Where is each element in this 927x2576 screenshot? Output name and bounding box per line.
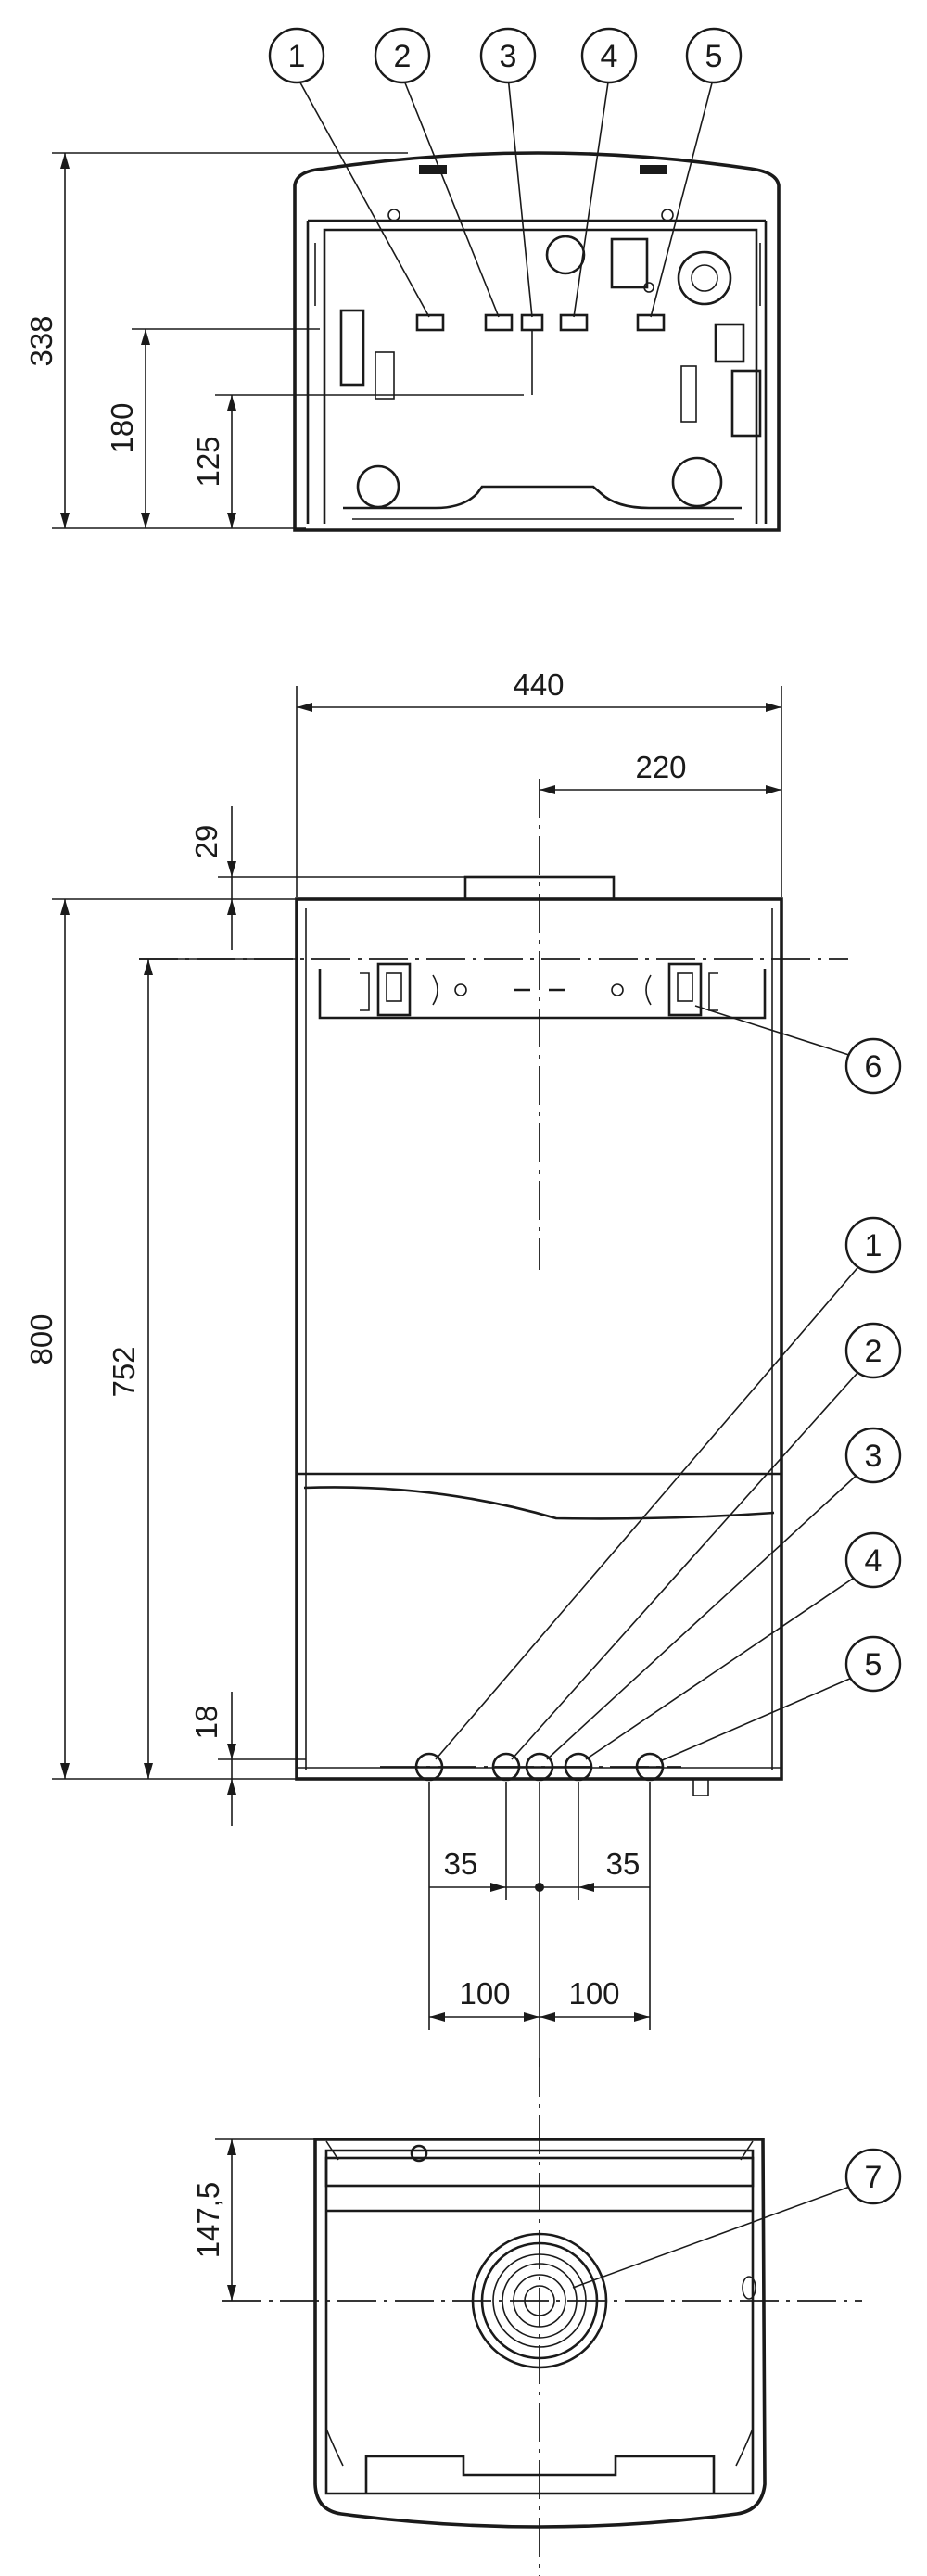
callout-2-top: 2	[374, 27, 431, 84]
dim-29: 29	[189, 825, 223, 859]
dim-18: 18	[189, 1706, 223, 1740]
callout-3-front: 3	[844, 1427, 902, 1484]
svg-text:3: 3	[500, 39, 517, 74]
front-width-dimension-lines	[296, 686, 782, 897]
top-view: 338 180 125	[24, 27, 781, 532]
bottom-view-housing	[313, 2138, 767, 2529]
svg-text:2: 2	[394, 39, 412, 74]
callout-7-bottom: 7	[844, 2148, 902, 2205]
dim-180: 180	[105, 402, 139, 453]
svg-text:5: 5	[705, 39, 723, 74]
top-view-leaders	[296, 75, 715, 318]
callout-6-front: 6	[844, 1037, 902, 1095]
svg-text:3: 3	[865, 1439, 883, 1474]
svg-text:6: 6	[865, 1049, 883, 1085]
svg-text:2: 2	[865, 1334, 883, 1369]
callout-2-front: 2	[844, 1322, 902, 1379]
dim-752: 752	[107, 1346, 141, 1397]
dim-125: 125	[191, 436, 225, 487]
front-leaders	[435, 1005, 874, 1762]
callout-7-leader	[572, 2184, 856, 2289]
flue-outlet	[471, 2232, 608, 2369]
dim-440: 440	[513, 667, 564, 702]
top-view-housing	[293, 151, 781, 532]
dim-220: 220	[635, 750, 686, 784]
top-view-dimension-lines	[52, 152, 524, 529]
front-view: 440 220 800 752 29 18	[24, 667, 902, 2067]
callout-4-top: 4	[580, 27, 638, 84]
mounting-bracket	[318, 962, 767, 1020]
svg-text:5: 5	[865, 1647, 883, 1682]
callout-5-front: 5	[844, 1635, 902, 1693]
callout-1-top: 1	[268, 27, 325, 84]
callout-4-front: 4	[844, 1531, 902, 1589]
dim-100-right: 100	[568, 1976, 619, 2011]
svg-text:1: 1	[288, 39, 306, 74]
svg-text:4: 4	[865, 1543, 883, 1579]
dim-35-left: 35	[444, 1846, 478, 1881]
front-spacing-dimension-lines	[428, 1782, 651, 2067]
top-view-connections	[415, 313, 666, 395]
front-connections	[380, 1752, 681, 1782]
svg-text:4: 4	[601, 39, 618, 74]
dim-338: 338	[24, 315, 58, 366]
bottom-dimension-lines	[215, 2138, 315, 2301]
dim-100-left: 100	[459, 1976, 510, 2011]
dim-147-5: 147,5	[191, 2182, 225, 2259]
dim-35-right: 35	[606, 1846, 641, 1881]
callout-3-top: 3	[479, 27, 537, 84]
callout-5-top: 5	[685, 27, 743, 84]
callout-1-front: 1	[844, 1216, 902, 1274]
bottom-view: 147,5 7	[191, 2058, 902, 2576]
svg-text:1: 1	[865, 1228, 883, 1263]
dim-800: 800	[24, 1313, 58, 1364]
svg-text:7: 7	[865, 2160, 883, 2195]
